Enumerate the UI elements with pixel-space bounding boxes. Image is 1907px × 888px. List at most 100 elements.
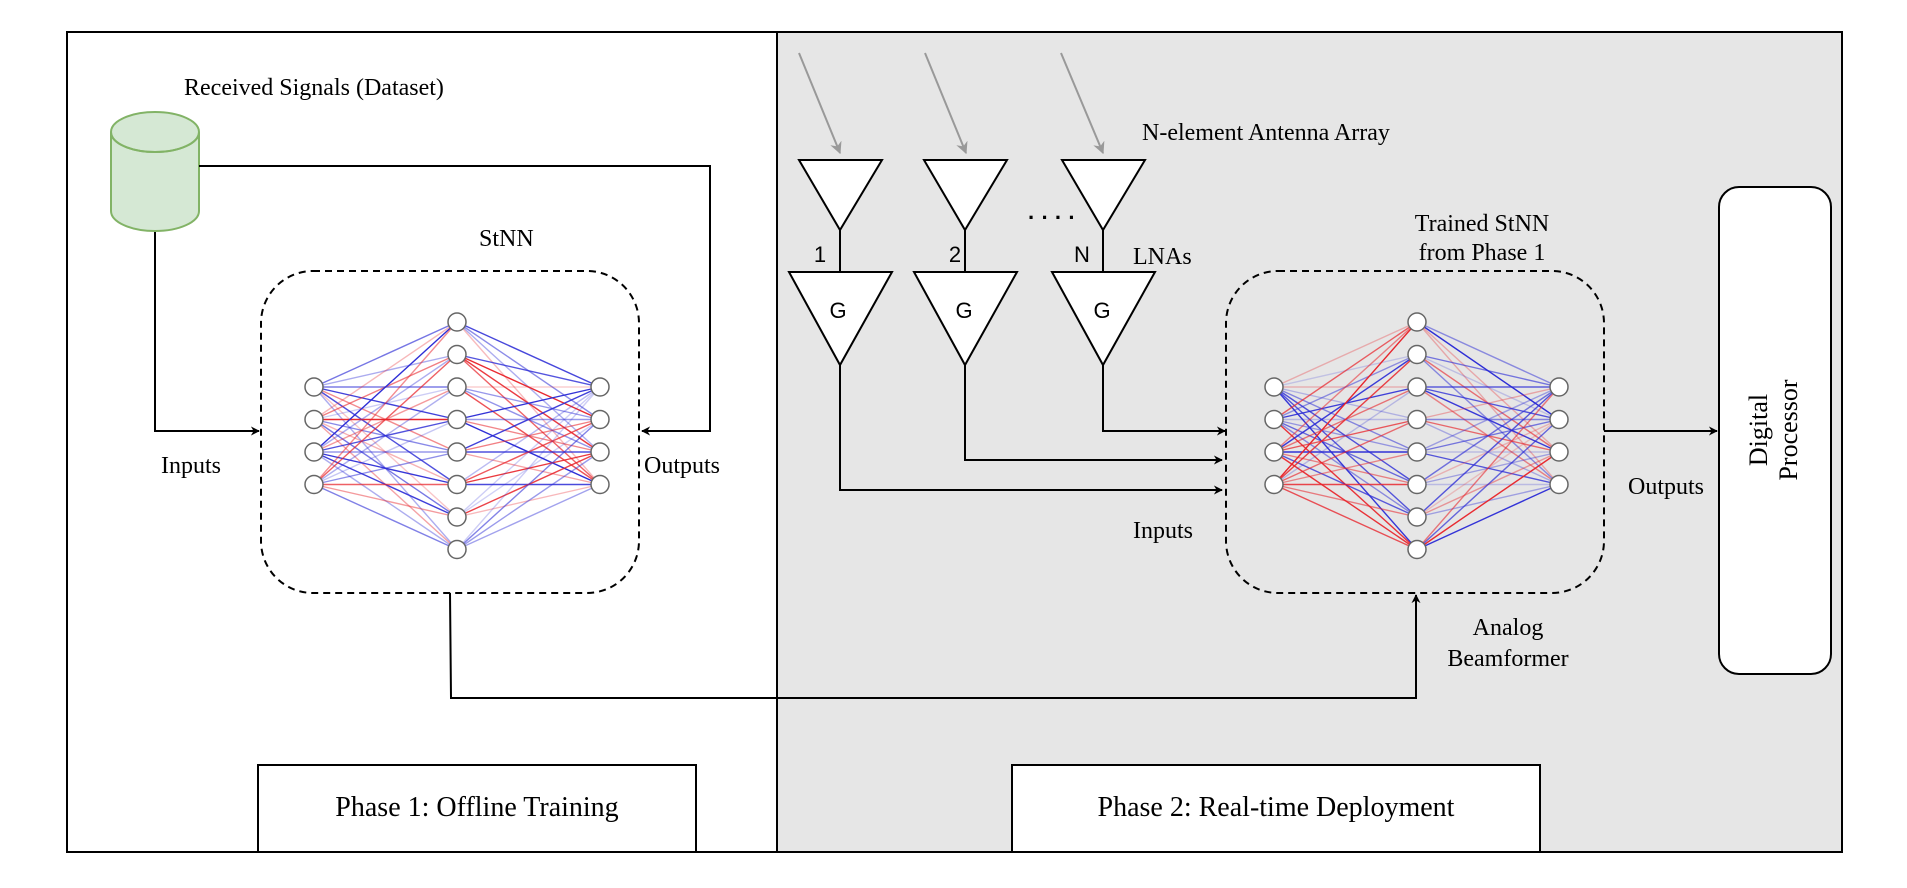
phase1-weight-edge [456,386,601,453]
phase1-weight-edge [456,321,601,388]
lna-gain-label-1: G [829,298,846,323]
incoming-signal-arrow-1 [798,52,842,155]
phase1-neuron-node [590,409,610,430]
phase1-neuron-node [590,377,610,397]
lna-amplifier-n [1050,271,1157,368]
phase2-neuron-node [1549,409,1569,430]
processor-label-line1: Digital [1744,394,1773,466]
phase1-weight-edge [313,451,458,486]
phase1-weight-edge [456,353,601,421]
phase1-weight-edge [313,353,458,486]
phase2-weight-edge [1416,386,1560,550]
processor-label-line2: Processor [1774,379,1803,480]
phase1-weight-edge [456,418,601,551]
phase2-neuron-node [1264,474,1284,495]
phase2-network-title-line1: Trained StNN [1415,211,1549,237]
phase2-neuron-node [1407,377,1427,397]
phase1-weight-edge [313,418,458,453]
phase2-weight-edge [1416,386,1560,421]
digital-processor-box [1718,186,1832,675]
phase2-weight-edge [1273,483,1418,518]
phase2-weight-edge [1273,321,1418,485]
phase2-neuron-node [1264,377,1284,397]
phase1-weight-edge [313,418,458,486]
lna-amplifier-2 [912,271,1019,368]
phase1-outputs-label: Outputs [644,453,720,479]
phase2-weight-edge [1273,321,1418,388]
incoming-signal-arrow-n [1060,52,1105,155]
antenna-element-1 [787,159,894,368]
phase1-weight-edge [456,386,601,421]
phase2-neuron-node [1407,344,1427,365]
phase2-weight-edge [1273,321,1418,421]
phase1-neuron-node [590,474,610,495]
phase2-weight-edge [1273,451,1418,486]
phase2-weight-edge [1416,386,1560,453]
phase2-outputs-label: Outputs [1628,474,1704,500]
dataset-to-outputs-connector [199,165,711,436]
phase1-weight-edge [313,386,458,486]
phase1-weight-edge [456,483,601,518]
phase1-label: Phase 1: Offline Training [335,792,618,823]
antenna-index-1: 1 [814,242,826,267]
dataset-label: Received Signals (Dataset) [184,75,444,101]
phase1-neuron-node [304,409,324,430]
phase1-neuron-node [447,539,467,560]
lna-gain-label-n: G [1093,298,1110,323]
trained-model-transfer-connector [449,592,1421,699]
phase2-weight-edge [1416,386,1560,518]
phase2-weight-edge [1273,418,1418,453]
phase2-neuron-node [1549,377,1569,397]
phase1-weight-edge [313,353,458,388]
antenna-element-2 [912,159,1019,368]
phase2-neuron-node [1549,474,1569,495]
phase2-inputs-label: Inputs [1133,518,1193,544]
phase1-neuron-node [447,442,467,462]
phase1-label-box [257,764,697,853]
phase2-neural-network [1264,312,1569,560]
phase1-neuron-node [447,377,467,397]
phase2-weight-edge [1273,386,1418,486]
phase1-weight-edge [456,451,601,486]
phase1-neuron-node [304,474,324,495]
phase2-weight-edge [1273,321,1418,453]
phase2-neuron-node [1264,442,1284,462]
dataset-cylinder-icon [110,111,200,232]
phase1-weight-edge [456,451,601,551]
beamformer-label-line1: Analog [1473,615,1544,641]
phase1-weight-edge [456,418,601,486]
phase1-neuron-node [590,442,610,462]
phase2-weight-edge [1416,451,1560,551]
phase2-weight-edge [1273,353,1418,486]
phase2-weight-edge [1416,418,1560,551]
phase2-weight-edge [1273,418,1418,486]
phase2-neuron-node [1407,507,1427,527]
phase2-weight-edge [1416,483,1560,551]
antenna-ellipsis: · · · · [1028,205,1076,230]
phase1-inputs-label: Inputs [161,453,221,479]
antenna-index-2: 2 [949,242,961,267]
phase1-weight-edge [456,386,601,550]
beamformer-label-line2: Beamformer [1447,646,1568,672]
phase1-neuron-node [447,507,467,527]
phase2-network-title-line2: from Phase 1 [1419,240,1546,266]
phase1-weight-edge [313,321,458,485]
phase1-weight-edge [456,386,601,518]
phase1-neuron-node [447,344,467,365]
phase2-label: Phase 2: Real-time Deployment [1098,792,1455,823]
phase1-network-title: StNN [479,226,534,252]
phase1-weight-edge [456,418,601,453]
phase2-weight-edge [1273,483,1418,551]
phase2-label-box [1011,764,1541,853]
phase2-panel [776,31,1843,853]
phase2-weight-edge [1416,353,1560,388]
lna-n-connector [1102,365,1226,436]
phase1-neuron-node [447,474,467,495]
phase1-neuron-node [447,409,467,430]
phase1-neuron-node [304,442,324,462]
phase2-weight-edge [1416,321,1560,388]
phase1-weight-edge [456,483,601,551]
phase1-weight-edge [313,451,458,551]
phase2-neuron-node [1264,409,1284,430]
